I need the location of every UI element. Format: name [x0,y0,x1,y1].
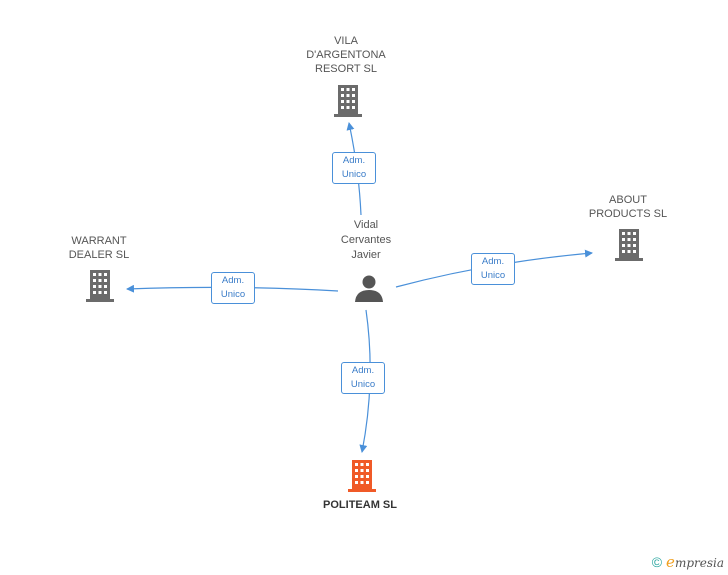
footer-brand: © empresia [652,553,724,571]
building-icon[interactable] [86,270,114,302]
company-label-warrant[interactable]: WARRANT DEALER SL [68,235,130,261]
copyright-icon: © [651,554,663,570]
company-label-politeam[interactable]: POLITEAM SL [323,499,397,511]
brand-logo[interactable]: empresia [666,553,724,571]
role-box-warrant[interactable]: Adm. Unico [211,272,255,304]
role-box-vila[interactable]: Adm. Unico [332,152,376,184]
role-box-politeam[interactable]: Adm. Unico [341,362,385,394]
building-icon[interactable] [334,85,362,117]
building-icon[interactable] [348,460,376,492]
company-label-about[interactable]: ABOUT PRODUCTS SL [588,194,668,220]
company-label-vila[interactable]: VILA D'ARGENTONA RESORT SL [306,35,386,75]
building-icon[interactable] [615,229,643,261]
role-box-about[interactable]: Adm. Unico [471,253,515,285]
person-label[interactable]: Vidal Cervantes Javier [340,219,392,261]
person-icon[interactable] [355,275,383,303]
